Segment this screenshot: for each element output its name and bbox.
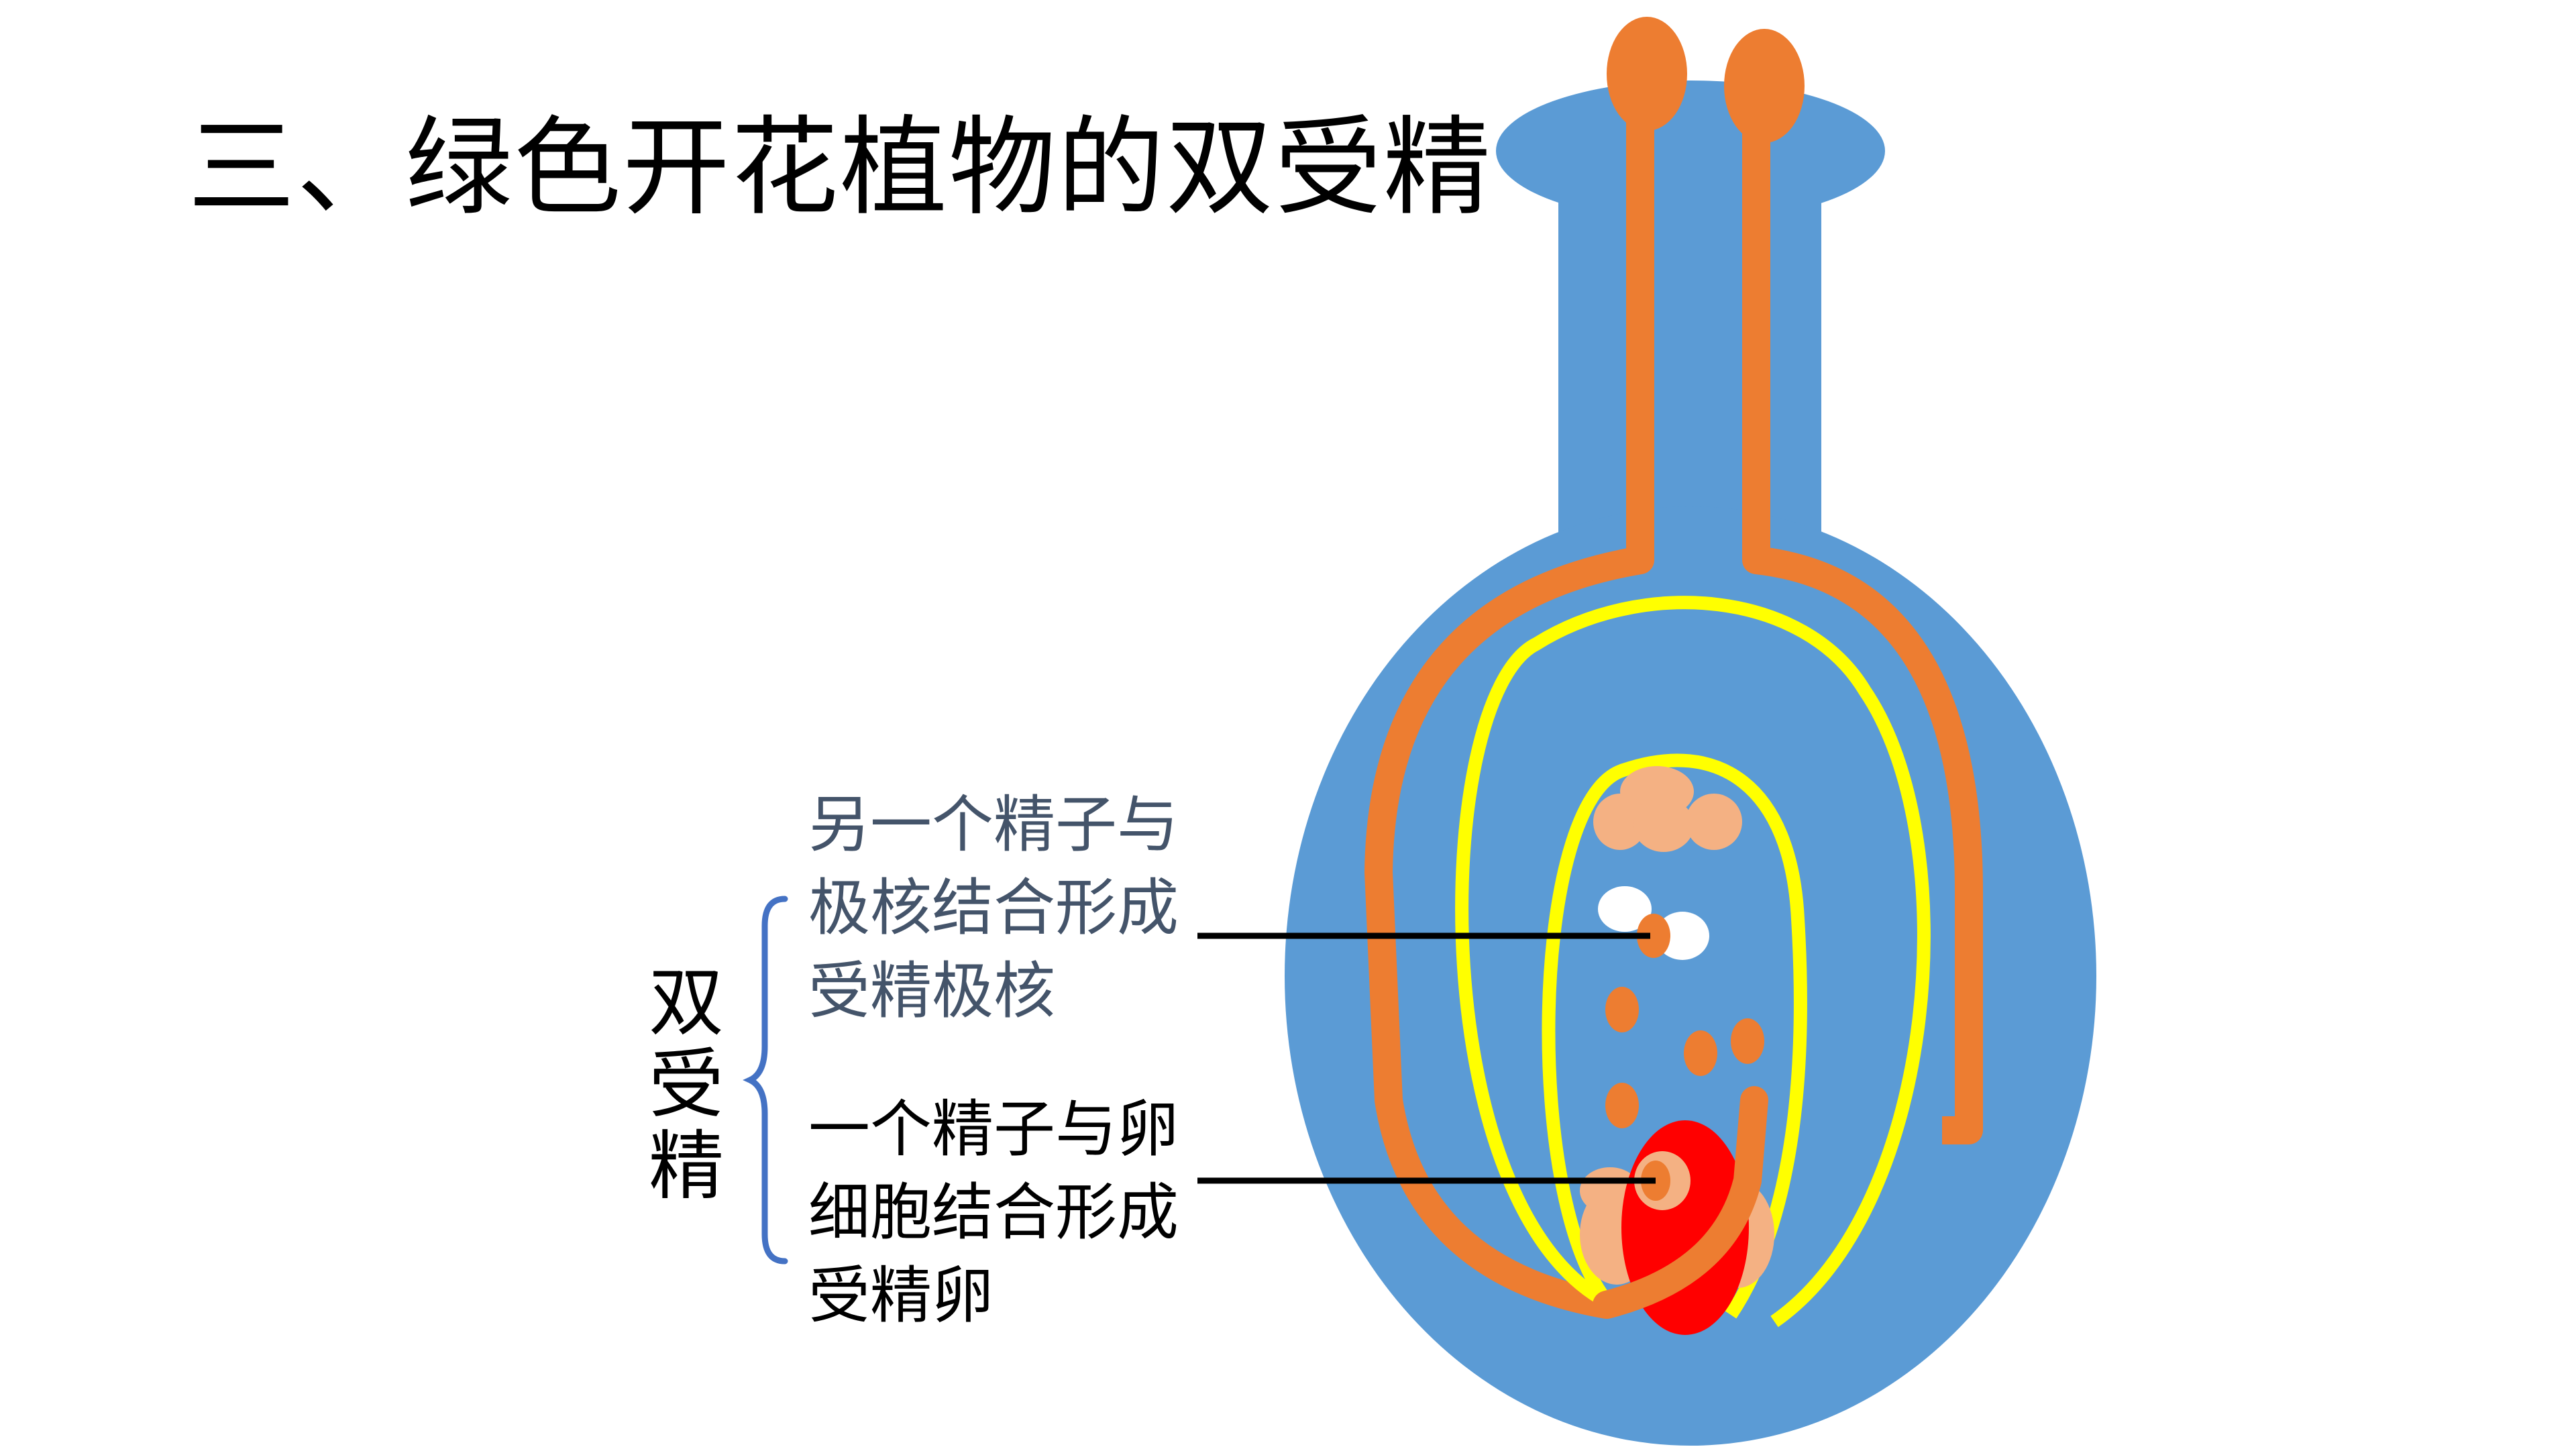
- outer-integument: [1455, 596, 1931, 1328]
- endosperm-annotation: 另一个精子与 极核结合形成 受精极核: [808, 784, 1179, 1033]
- style: [1558, 134, 1821, 564]
- annotation-line: 细胞结合形成: [808, 1177, 1179, 1248]
- side-label-char: 精: [649, 1123, 724, 1210]
- annotation-line: 另一个精子与: [808, 789, 1179, 861]
- side-label-char: 受: [649, 1041, 724, 1128]
- annotation-line: 一个精子与卵: [808, 1093, 1179, 1165]
- pollen-tube-left: [1364, 101, 1654, 1319]
- curly-brace-icon: [743, 896, 788, 1265]
- antipodal-cell: [1686, 794, 1742, 850]
- polar-nucleus: [1598, 886, 1652, 932]
- zygote-annotation: 一个精子与卵 细胞结合形成 受精卵: [808, 1088, 1179, 1338]
- slide-title: 三、绿色开花植物的双受精: [188, 105, 1493, 230]
- sperm-trail: [1605, 987, 1639, 1032]
- sperm-trail: [1684, 1030, 1717, 1076]
- pollen-tube-tip: [1593, 1086, 1768, 1319]
- annotation-line: 受精卵: [808, 1260, 994, 1332]
- antipodal-cell: [1633, 798, 1694, 852]
- side-label-char: 双: [649, 959, 724, 1046]
- pollen-tube-right: [1742, 114, 1983, 1144]
- annotation-line: 极核结合形成: [808, 872, 1179, 944]
- double-fertilization-label: 双 受 精: [643, 962, 730, 1208]
- annotation-line: 受精极核: [808, 955, 1056, 1027]
- sperm-nucleus: [1637, 914, 1670, 958]
- antipodal-cell: [1593, 794, 1647, 850]
- polar-nucleus: [1656, 912, 1709, 960]
- sperm-trail: [1605, 1083, 1639, 1128]
- embryo-sac: [1542, 753, 1807, 1319]
- sperm-trail: [1731, 1018, 1764, 1064]
